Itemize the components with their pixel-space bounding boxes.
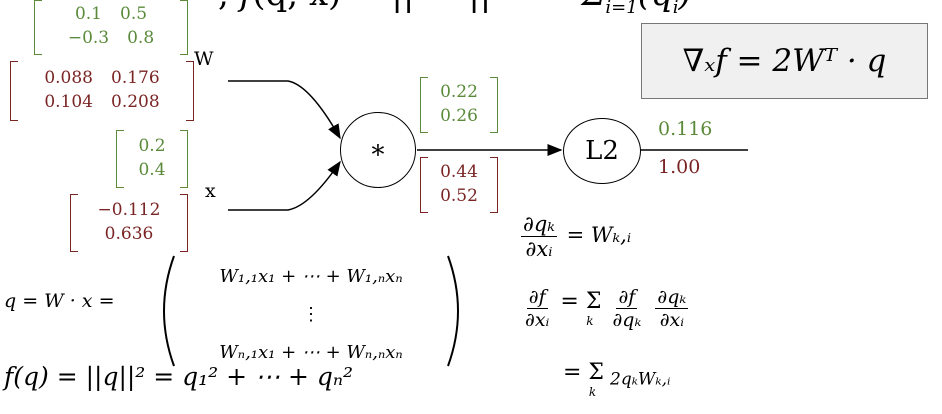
f-definition: f(q) = ||q||² = q₁² + ⋯ + qₙ² [4,362,354,391]
q-definition-lhs: q = W · x = [4,290,115,312]
q-value-matrix: 0.22 0.26 [420,77,498,133]
x-value-matrix: 0.2 0.4 [116,130,188,188]
gradient-formula-box: ∇ₓf = 2Wᵀ · q [641,23,928,99]
output-value: 0.116 [658,118,713,140]
derivative-df-dx: ∂f∂xᵢ = Σ k ∂f∂qₖ ∂qₖ∂xᵢ [525,286,689,331]
x-grad-matrix: −0.112 0.636 [70,194,188,252]
derivative-dq-dx: ∂qₖ∂xᵢ = Wₖ,ᵢ [521,212,632,261]
edge-W-to-mul [228,80,341,140]
multiply-node: ∗ [340,112,416,188]
W-label: W [194,48,214,70]
q-grad-matrix: 0.44 0.52 [420,157,498,213]
gradient-formula: ∇ₓf = 2Wᵀ · q [682,43,887,79]
L2-node: L2 [563,118,641,184]
output-grad: 1.00 [658,156,701,178]
derivative-result: = Σ k 2qₖWₖ,ᵢ [563,360,671,399]
edge-x-to-mul [228,160,341,211]
x-label: x [205,180,216,202]
top-formula-clipped: , f(q, x) = || || = Σi=1(qi)2 [218,0,692,18]
q-definition-parens [163,255,459,367]
q-definition-rows: W₁,₁x₁ + ⋯ + W₁,ₙxₙ ⋮ Wₙ,₁x₁ + ⋯ + Wₙ,ₙx… [219,266,403,363]
